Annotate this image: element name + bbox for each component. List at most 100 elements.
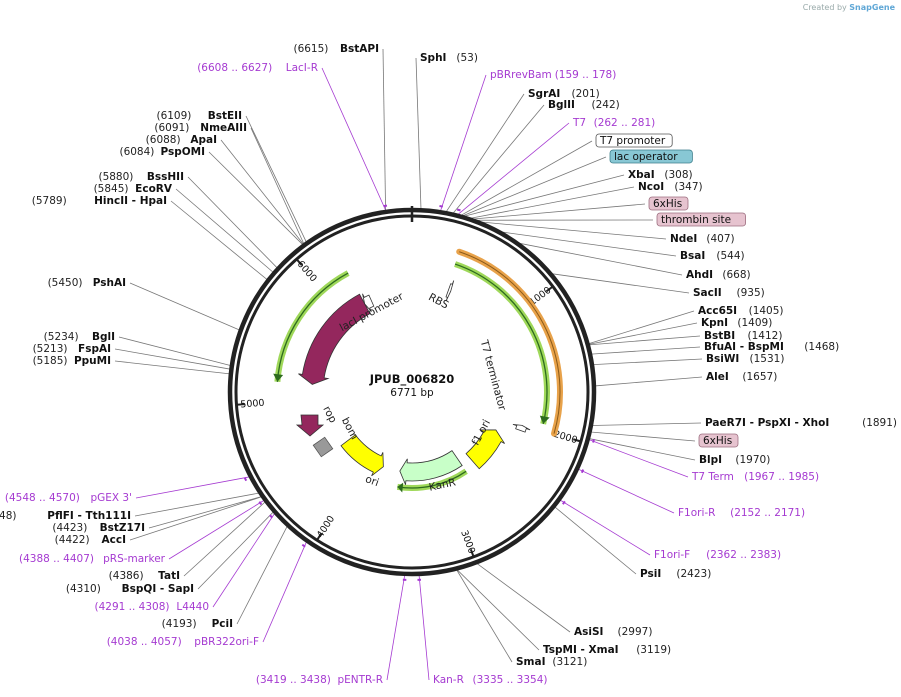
site-label-bsai: BsaI(544) [680,250,745,262]
feature-box-text: 6xHis [653,198,682,210]
site-name: BstZ17I [100,522,145,534]
site-name: T7 [572,117,586,129]
feature-f1-ori [465,429,505,470]
leader-line-pspomi [208,151,304,246]
site-position: (5213) [33,343,68,355]
site-position: (1967 .. 1985) [744,471,819,483]
leader-line-l4440 [212,512,276,608]
feature-laci [298,293,371,385]
site-position: (242) [592,99,620,111]
site-position: (4448) [0,510,17,522]
site-name: pRS-marker [103,553,166,565]
orf-arc-line-0 [276,272,349,382]
site-name: EcoRV [135,183,173,195]
leader-line-ppumi [114,360,230,375]
site-label-t7-term: T7 Term (1967 .. 1985) [691,471,819,483]
site-name: PshAI [93,277,126,289]
primer-mark-pbrrevbam [439,205,444,208]
tick-mark-2000 [572,438,582,443]
site-name: BssHII [147,171,184,183]
feature-label-rop: rop [320,404,339,425]
orf-arrowhead-0 [273,373,284,382]
site-name: L4440 [176,601,209,613]
leader-line-pbrrevbam [440,74,487,212]
site-label-pbr322ori-f: pBR322ori-F(4038 .. 4057) [107,636,259,648]
site-name: F1ori-F [654,549,690,561]
site-position: (262 .. 281) [594,117,656,129]
site-position: (3419 .. 3438) [256,674,331,686]
feature-box-bg [698,433,739,448]
feature-label-bom: bom [339,415,361,441]
leader-line-bsai [500,231,677,257]
primer-mark-f1ori-r [580,469,585,474]
site-position: (4422) [55,534,90,546]
tick-label-5000: 5000 [240,398,265,411]
site-name: XbaI [628,169,655,181]
site-position: (4310) [66,583,101,595]
site-label-sphi: SphI(53) [420,52,478,64]
site-label-nmeaiii: NmeAIII (6091) [154,122,247,134]
site-name: BlpI [699,454,722,466]
site-name: PaeR7I - PspXI - XhoI [705,417,829,429]
leader-line-pentr-r [386,574,406,681]
site-position: (5234) [44,331,79,343]
site-label-l4440: L4440(4291 .. 4308) [95,601,210,613]
primer-mark-f1ori-f [562,500,566,505]
leader-line-bstbi [588,335,701,346]
site-position: (1657) [742,371,777,383]
feature-box-6xhis: 6xHis [648,196,689,211]
feature-laci-promoter [362,293,375,312]
site-name: F1ori-R [678,507,715,519]
site-label-alei: AleI(1657) [706,371,777,383]
center-title: JPUB_006820 6771 bp [369,372,455,399]
feature-t7-terminator [512,424,531,433]
label-leader-lines [114,48,703,681]
site-label-prs-marker: pRS-marker(4388 .. 4407) [19,553,166,565]
feature-label-kanr: KanR [428,476,457,493]
site-position: (544) [716,250,744,262]
leader-line-psii [554,506,637,575]
site-label-bstapi: BstAPI(6615) [293,43,379,55]
site-label-pcii: PciI(4193) [162,618,233,630]
site-label-bsiwi: BsiWI(1531) [706,353,784,365]
leader-line-pgex-3 [135,476,250,499]
snapgene-credit: Created by SnapGene [803,3,895,12]
feature-box-bg [656,212,746,227]
leader-line-apai [220,139,304,245]
site-label-pbrrevbam: pBRrevBam(159 .. 178) [490,69,616,81]
site-label-psii: PsiI(2423) [640,568,711,580]
site-name: PciI [212,618,233,630]
leader-line-hincii-hpai [170,200,268,281]
leader-line-nmeaiii [250,127,305,245]
site-label-ecorv: EcoRV(5845) [94,183,173,195]
site-position: (6088) [146,134,181,146]
site-name: LacI-R [286,62,318,74]
site-name: SgrAI [528,88,560,100]
leader-line-sphi [415,57,422,210]
site-position: (5789) [32,195,67,207]
site-label-acci: AccI(4422) [55,534,126,546]
site-label-hincii-hpai: HincII - HpaI(5789) [32,195,167,207]
leader-line-acc65i [588,310,695,345]
site-label-ppumi: PpuMI(5185) [33,355,111,367]
site-label-kan-r: Kan-R(3335 .. 3354) [433,674,548,686]
site-name: NmeAIII [200,122,247,134]
feature-label-t7-terminator: T7 terminator [477,338,508,413]
leader-line-bstz17i [148,496,262,529]
site-position: (308) [664,169,692,181]
site-position: (6091) [154,122,189,134]
site-position: (6084) [119,146,154,158]
cds-highlight-core [459,251,561,434]
site-name: T7 Term [691,471,734,483]
site-position: (1531) [750,353,785,365]
tick-label-3000: 3000 [458,529,477,556]
site-position: (4548 .. 4570) [5,492,80,504]
site-label-laci-r: LacI-R(6608 .. 6627) [197,62,318,74]
leader-line-bsshii [187,176,278,269]
leader-line-ndei [479,221,667,240]
site-position: (53) [456,52,478,64]
site-name: BspQI - SapI [122,583,194,595]
site-position: (1412) [748,330,783,342]
leader-line-paer7i-pspxi-xhoi [591,422,702,426]
site-name: PspOMI [160,146,205,158]
